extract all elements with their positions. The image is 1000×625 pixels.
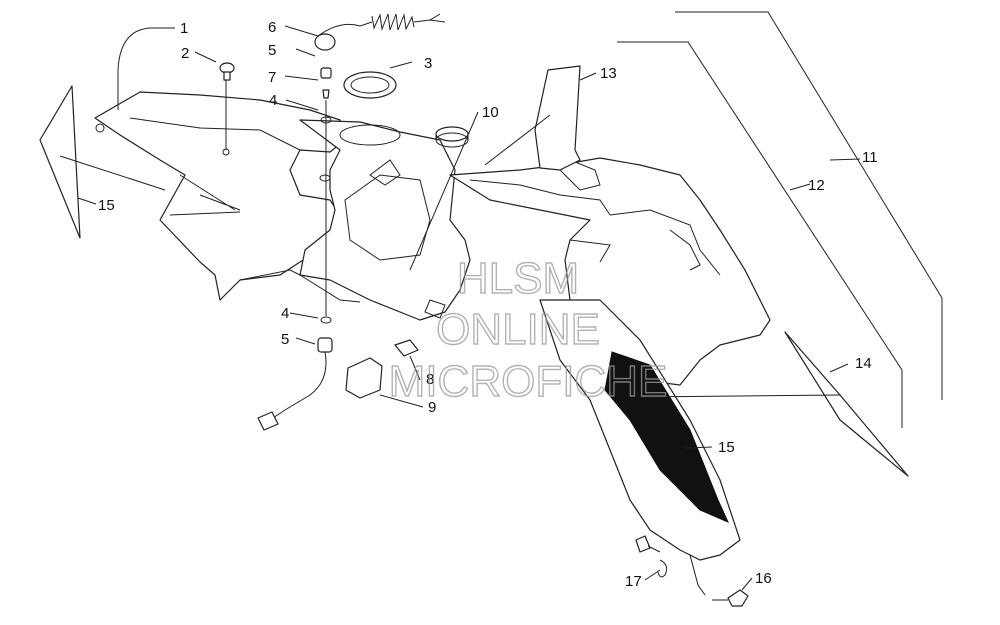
- callout-15b: 15: [718, 439, 735, 456]
- callout-15a: 15: [98, 197, 115, 214]
- callout-8: 8: [426, 371, 434, 388]
- center-panel: [299, 119, 471, 321]
- callout-5a: 5: [268, 42, 276, 59]
- fasteners-bottom: [635, 535, 749, 607]
- hood-assembly: [449, 157, 771, 386]
- lower-parts: [257, 316, 419, 431]
- callout-7: 7: [268, 69, 276, 86]
- callout-16: 16: [755, 570, 772, 587]
- callout-4a: 4: [269, 92, 277, 109]
- callout-4b: 4: [281, 305, 289, 322]
- callout-12: 12: [808, 177, 825, 194]
- callout-5b: 5: [281, 331, 289, 348]
- cap-part-6: [314, 13, 446, 51]
- watermark-line3: MICROFICHE: [389, 357, 668, 406]
- callout-6: 6: [268, 19, 276, 36]
- callout-3: 3: [424, 55, 432, 72]
- callout-11: 11: [862, 149, 878, 166]
- callout-1: 1: [180, 20, 188, 37]
- fasteners-top: [319, 67, 332, 182]
- group-bracket-11: [675, 11, 943, 400]
- callout-13: 13: [600, 65, 617, 82]
- right-side-panel: [539, 299, 741, 596]
- ring-part-3: [343, 71, 397, 99]
- group-bracket-12: [617, 41, 903, 428]
- callout-17: 17: [625, 573, 642, 590]
- callout-labels: 1 2 3 4 4 5 5 6 7 8 9 10 11 12 13 14 15 …: [98, 19, 878, 590]
- callout-2: 2: [181, 45, 189, 62]
- watermark-line1: HLSM: [457, 254, 579, 303]
- callout-9: 9: [428, 399, 436, 416]
- leader-lines: [59, 25, 861, 591]
- callout-10: 10: [482, 104, 499, 121]
- left-decal: [39, 85, 81, 239]
- watermark-line2: ONLINE: [436, 305, 600, 354]
- screw-part-2: [219, 62, 235, 81]
- watermark: HLSM ONLINE MICROFICHE: [388, 253, 668, 406]
- decal-part-14: [784, 331, 909, 477]
- right-decal: [604, 351, 729, 523]
- callout-14: 14: [855, 355, 872, 372]
- windshield-part-13: [534, 65, 581, 171]
